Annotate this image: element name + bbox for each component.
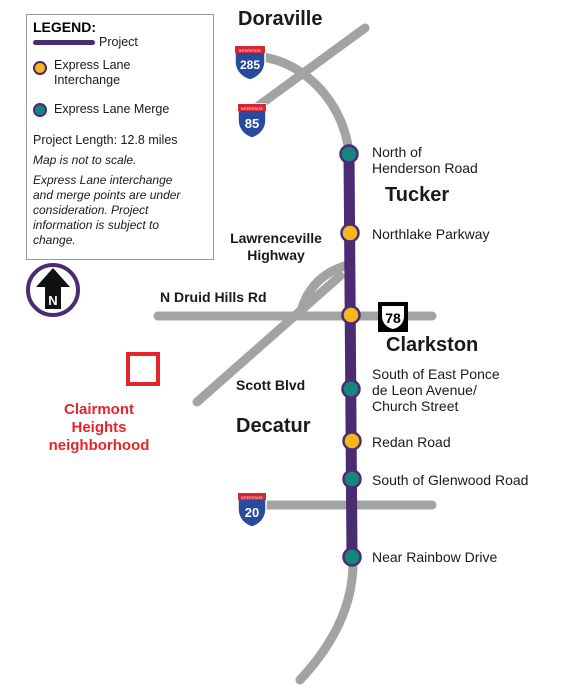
road-label-lawrenceville-line1: Lawrenceville — [230, 230, 322, 246]
neighborhood-label-line1: Clairmont — [63, 401, 134, 418]
i85-road — [245, 23, 370, 117]
legend-disclaimer-line1: Express Lane interchange — [33, 173, 173, 187]
neighborhood-label-line3: neighborhood — [48, 437, 150, 454]
merge-marker — [341, 379, 361, 399]
us78-shield-icon: 78 — [378, 302, 408, 332]
interchange-marker — [340, 223, 360, 243]
i20-shield-icon: INTERSTATE 20 — [237, 492, 267, 528]
neighborhood-label-line2: Heights — [71, 419, 127, 436]
legend-project-line — [33, 40, 95, 45]
stop-label-east-ponce-line3: Church Street — [372, 398, 459, 414]
i85-tag: INTERSTATE — [241, 107, 263, 111]
stop-label-henderson: North of Henderson Road — [372, 144, 478, 176]
merge-marker — [342, 469, 362, 489]
neighborhood-marker — [126, 352, 160, 386]
stop-label-glenwood: South of Glenwood Road — [372, 472, 529, 488]
i20-number: 20 — [245, 505, 259, 520]
legend-disclaimer-line5: change. — [33, 233, 76, 247]
road-label-scott-blvd: Scott Blvd — [236, 377, 306, 393]
legend-project-length: Project Length: 12.8 miles — [33, 133, 178, 147]
legend-disclaimer-line3: consideration. Project — [33, 203, 149, 217]
merge-marker — [339, 144, 359, 164]
stop-label-northlake: Northlake Parkway — [372, 226, 490, 242]
merge-marker — [342, 547, 362, 567]
legend-merge-label: Express Lane Merge — [54, 102, 170, 116]
legend-project-label: Project — [99, 35, 138, 49]
legend-disclaimer-line2: and merge points are under — [33, 188, 181, 202]
stop-label-redan: Redan Road — [372, 434, 451, 450]
road-label-lawrenceville-line2: Highway — [247, 247, 305, 263]
stop-label-rainbow: Near Rainbow Drive — [372, 549, 498, 565]
legend-title: LEGEND: — [33, 19, 96, 35]
stop-label-east-ponce-line2: de Leon Avenue/ — [372, 382, 477, 398]
legend-scale-note: Map is not to scale. — [33, 153, 137, 167]
legend-interchange-line1: Express Lane — [54, 58, 131, 72]
city-label-doraville: Doraville — [238, 8, 323, 30]
scott-blvd-road — [192, 271, 345, 407]
legend-disclaimer: Express Lane interchange and merge point… — [33, 173, 180, 248]
i285-number: 285 — [240, 58, 260, 72]
stop-label-henderson-line1: North of — [372, 144, 422, 160]
i85-shield-icon: INTERSTATE 85 — [237, 103, 267, 139]
us78-number: 78 — [385, 310, 401, 326]
city-label-tucker: Tucker — [385, 184, 450, 206]
legend-merge-dot-icon — [33, 103, 47, 117]
legend-box: LEGEND: Project Express Lane Interchange… — [26, 14, 214, 260]
interchange-marker — [341, 305, 361, 325]
stop-label-east-ponce-line1: South of East Ponce — [372, 366, 500, 382]
road-label-lawrenceville: Lawrenceville Highway — [220, 230, 332, 264]
city-label-clarkston: Clarkston — [386, 334, 479, 356]
stop-label-henderson-line2: Henderson Road — [372, 160, 478, 176]
i85-number: 85 — [245, 116, 259, 131]
i20-tag: INTERSTATE — [241, 496, 263, 500]
i285-tag: INTERSTATE — [239, 49, 261, 53]
stop-label-east-ponce: South of East Ponce de Leon Avenue/ Chur… — [372, 366, 500, 414]
neighborhood-label: Clairmont Heights neighborhood — [34, 401, 164, 455]
project-line — [343, 146, 358, 564]
road-label-n-druid-hills: N Druid Hills Rd — [160, 289, 267, 305]
legend-interchange-dot-icon — [33, 61, 47, 75]
legend-interchange-line2: Interchange — [54, 73, 121, 87]
legend-disclaimer-line4: information is subject to — [33, 218, 160, 232]
legend-interchange-label: Express Lane Interchange — [54, 58, 130, 88]
i285-shield-icon: INTERSTATE 285 — [234, 45, 266, 81]
city-label-decatur: Decatur — [236, 415, 311, 437]
interchange-marker — [342, 431, 362, 451]
